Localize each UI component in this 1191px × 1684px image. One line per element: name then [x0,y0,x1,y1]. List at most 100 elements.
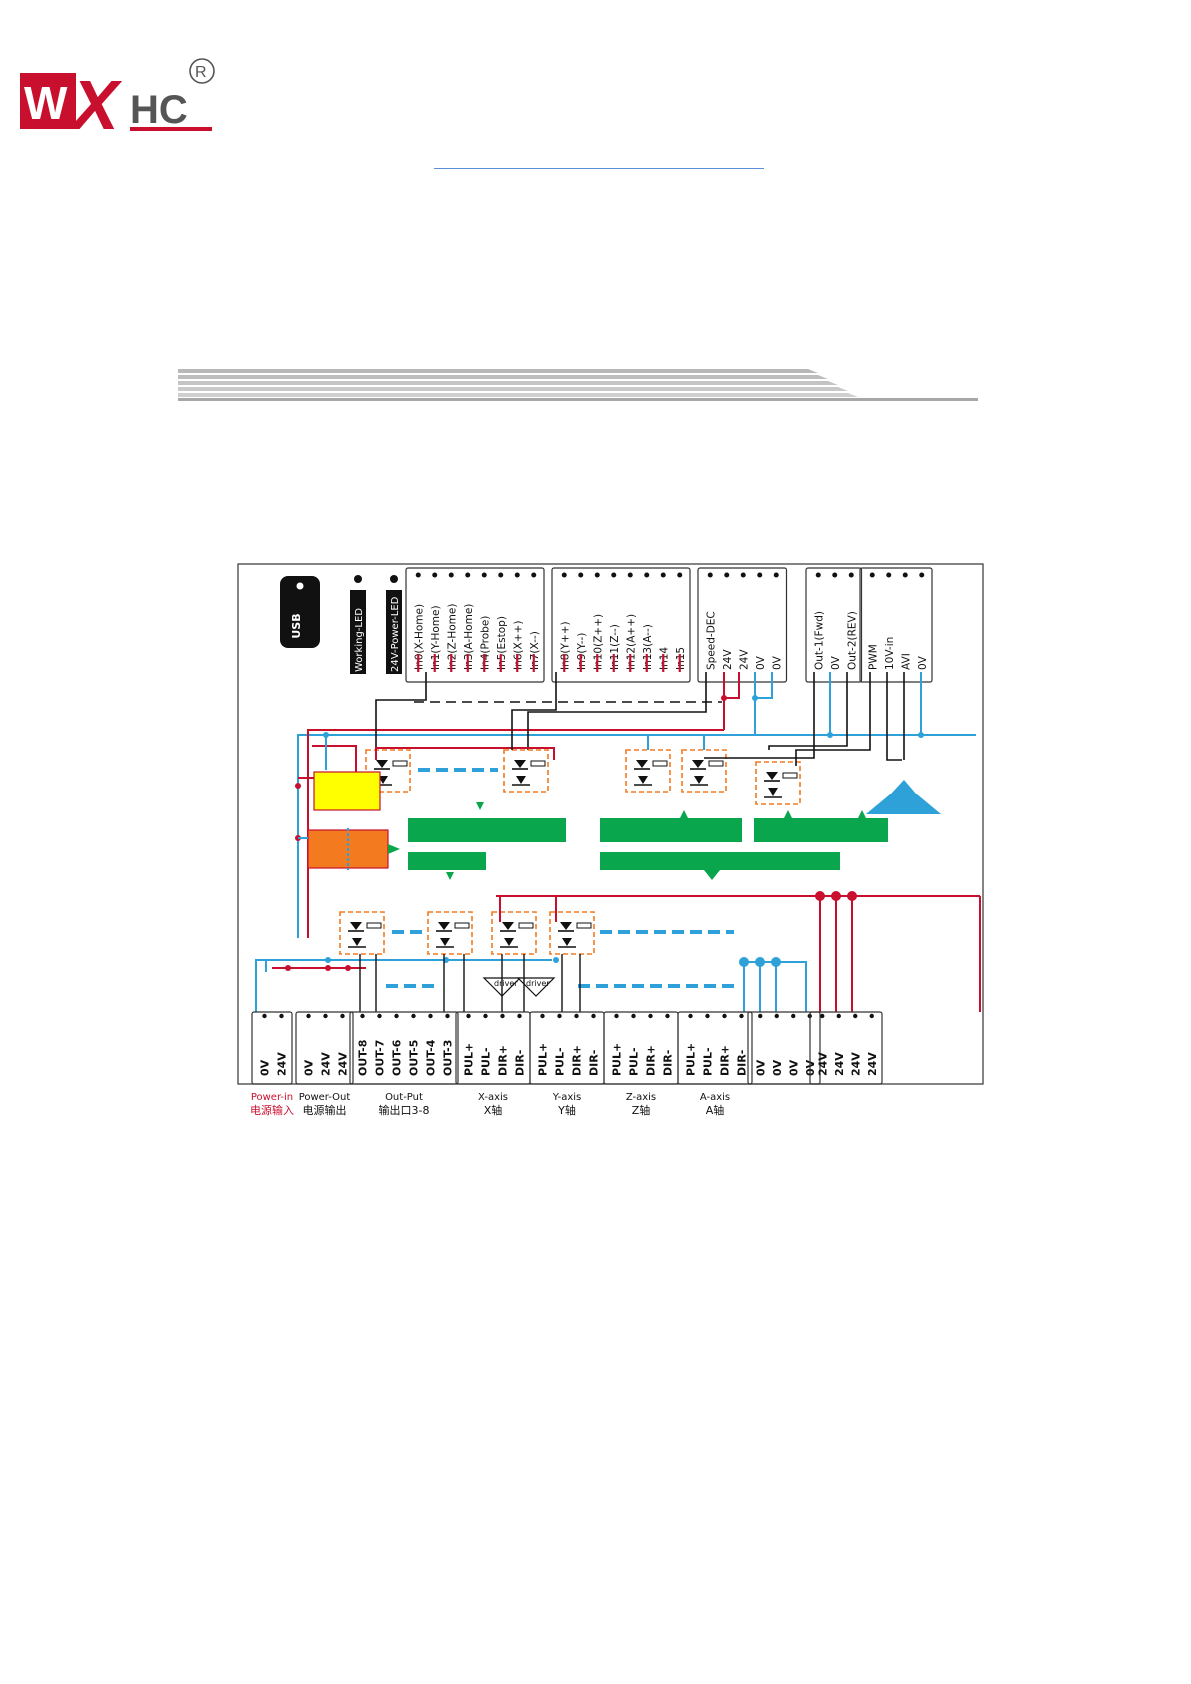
bottom-pin-dot-8-1 [836,1013,841,1019]
bottom-label-cn-3: X轴 [484,1103,503,1117]
in8-wire [511,672,557,750]
bottom-pin-7-1: 0V [771,1059,784,1076]
registered-mark: R [195,64,207,81]
input-connector-a-pin-dot-5 [498,572,504,578]
power-out-connector-pin-3: 0V [755,655,767,670]
bottom-pin-dot-2-5 [445,1013,450,1019]
opto-pout-1-transistor [638,776,648,784]
opto-in-2 [503,749,549,793]
input-connector-b-pin-4: In12(A++) [625,614,637,670]
bottom-red-dot-2 [345,965,351,971]
bottom-connector-2 [349,1011,459,1085]
power-out-connector [697,567,788,683]
input-connector-a-pin-1: In1(Y-Home) [430,605,442,670]
bus-bar-4 [600,852,840,870]
opto-pout-1 [625,749,671,793]
registered-circle [189,58,215,84]
bottom-pin-dot-5-2 [648,1013,653,1019]
power-out-connector-pin-dot-2 [740,572,746,578]
bottom-pin-dot-4-3 [591,1013,596,1019]
opto-spindle [755,761,801,805]
opto-out-1-resistor [366,922,382,929]
input-connector-b-pin-dot-0 [561,572,567,578]
bottom-blue-dot-2 [553,957,559,963]
bottom-label-en-5: Z-axis [626,1092,656,1103]
opto-axis-2 [549,911,595,955]
input-connector-b-pin-dot-7 [677,572,683,578]
bottom-pin-dot-2-1 [377,1013,382,1019]
driver-label-1: driver [526,979,550,988]
header-en-2: 24V-Power-Out [641,560,723,561]
input-connector-a-pin-dot-7 [531,572,537,578]
bottom-pin-dot-5-0 [614,1013,619,1019]
speed-dec-wire [527,672,707,750]
bottom-pin-4-2: DIR+ [571,1045,584,1076]
power-out-connector-pin-dot-0 [707,572,713,578]
usb-dot [296,582,304,590]
opto-pout-2-transistor [694,776,704,784]
bottom-pin-0-1: 24V [276,1052,289,1076]
bottom-label-en-3: X-axis [478,1092,508,1103]
bottom-pin-3-1: PUL- [480,1047,493,1076]
bottom-pin-dot-0-0 [262,1013,267,1019]
opto-in-1-diode [376,760,388,768]
driver-label-0: driver [494,979,518,988]
opto-axis-2-diode [560,922,572,930]
bottom-blue-dot-0 [325,957,331,963]
pout-24v2-wire [724,672,740,699]
bottom-pin-2-5: OUT-3 [442,1040,455,1076]
input-connector-b-pin-dot-1 [578,572,584,578]
opto-pout-1-resistor [652,760,668,767]
bottom-label-cn-2: 输出口3-8 [379,1103,430,1117]
bottom-label-en-0: Power-in [251,1092,293,1103]
input-connector-a-pin-dot-6 [514,572,520,578]
bottom-pin-dot-7-1 [774,1013,779,1019]
opto-in-1 [365,749,411,793]
bottom-label-en-4: Y-axis [552,1092,582,1103]
bottom-pin-6-0: PUL+ [685,1043,698,1076]
opto-out-1-transistor [352,938,362,946]
bottom-label-en-1: Power-Out [299,1092,351,1103]
bottom-pin-dot-4-0 [540,1013,545,1019]
opto-out-1 [339,911,385,955]
blue-rail-top [297,734,976,938]
input-connector-a-pin-0: In0(X-Home) [413,604,425,670]
bottom-connector-1 [295,1011,354,1085]
bottom-pin-6-3: DIR- [736,1050,749,1076]
node-pout-red [721,695,727,701]
spindle-fwd-connector [805,567,863,683]
isolator-arrow [388,844,400,854]
spindle-ana-connector-pin-1: 10V-in [884,637,896,670]
bottom-pin-8-2: 24V [849,1052,862,1076]
bottom-pin-1-0: 0V [303,1059,316,1076]
arrow-bus-2 [446,872,454,880]
bottom-pin-dot-4-2 [574,1013,579,1019]
opto-out-1-diode [350,922,362,930]
bottom-pin-2-4: OUT-4 [425,1039,438,1076]
input-connector-b-pin-2: In10(Z++) [592,614,604,670]
logo-red-block [20,73,76,129]
bottom-label-cn-4: Y轴 [557,1103,576,1117]
logo-w: W [24,77,68,129]
input-connector-a-pin-7: In7(X--) [529,631,541,670]
wiring-diagram: 输入端口0到7InPut-IO: In0-In7输入端口8到15InPut-IO… [237,560,984,1117]
bottom-pin-dot-7-0 [758,1013,763,1019]
bottom-pin-4-0: PUL+ [537,1043,550,1076]
power-out-connector-pin-dot-1 [724,572,730,578]
bottom-pin-dot-8-3 [869,1013,874,1019]
bottom-pin-5-3: DIR- [662,1050,675,1076]
bottom-pin-7-2: 0V [787,1059,800,1076]
bottom-pin-6-2: DIR+ [719,1045,732,1076]
out1-wire [704,672,815,759]
spindle-fwd-connector-pin-1: 0V [830,655,842,670]
opto-pout-2 [681,749,727,793]
bottom-pin-dot-1-1 [323,1013,328,1019]
input-connector-a [405,567,545,683]
analog-converter [866,794,941,814]
bottom-pin-2-2: OUT-6 [391,1039,404,1076]
bottom-pin-3-2: DIR+ [497,1045,510,1076]
bottom-pin-dot-0-1 [279,1013,284,1019]
arrow-bus-6 [858,810,866,818]
bottom-pin-8-0: 24V [816,1052,829,1076]
bottom-red-dot-1 [325,965,331,971]
